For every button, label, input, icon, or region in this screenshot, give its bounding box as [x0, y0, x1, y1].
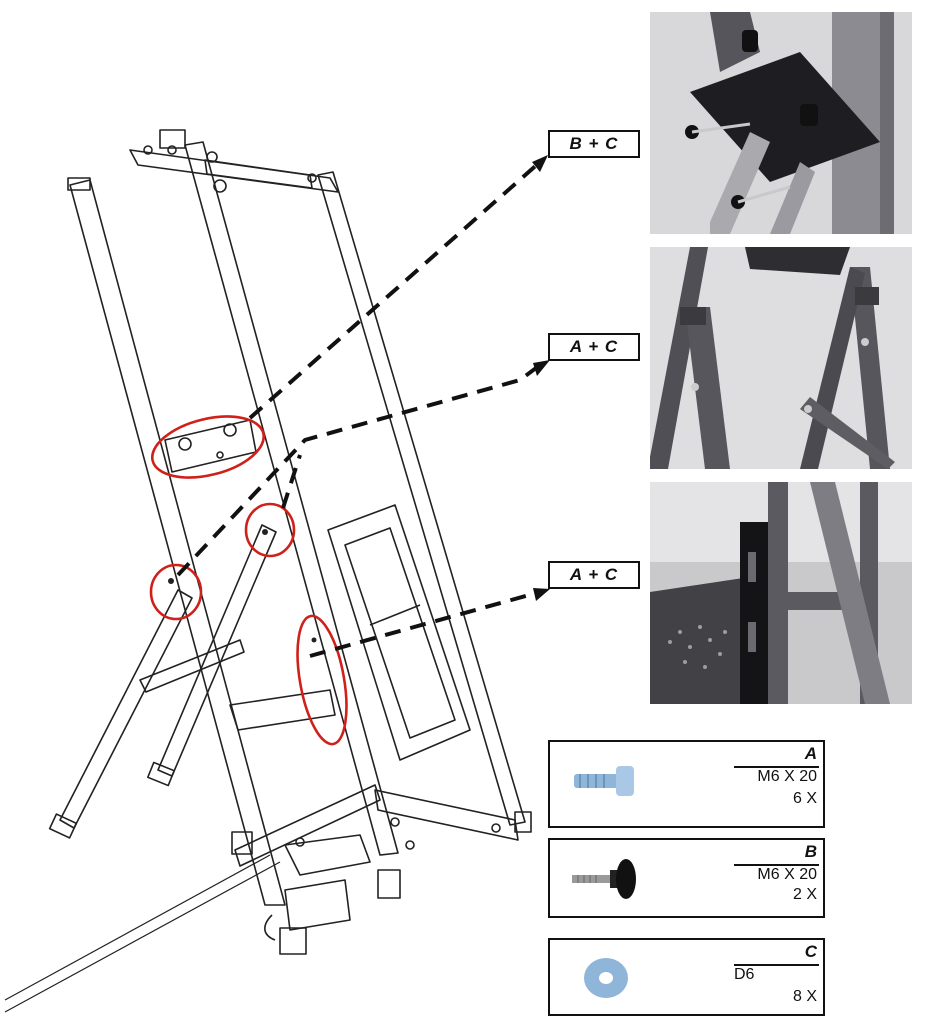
photo-detail-2 [650, 247, 912, 469]
part-divider [734, 766, 819, 768]
part-box-a: A M6 X 20 6 X [548, 740, 825, 828]
washer-icon [584, 958, 628, 998]
part-quantity: 2 X [792, 886, 817, 903]
frame-rail-right [317, 171, 526, 826]
part-divider [734, 864, 819, 866]
part-letter: B [804, 842, 817, 861]
arrowhead-1 [532, 155, 548, 172]
part-divider [734, 964, 819, 966]
frame-rail-inner [184, 141, 399, 856]
part-spec: M6 X 20 [757, 768, 817, 785]
leader-line-2 [176, 363, 542, 577]
knob-screw-icon [572, 859, 636, 899]
callout-label-2: A + C [548, 333, 640, 361]
frame-rail-left [69, 179, 286, 906]
leader-line-2b [281, 454, 302, 509]
photo-detail-3 [650, 482, 912, 704]
bolt-icon [574, 766, 634, 796]
rear-leg-left [59, 589, 193, 829]
bottom-crossbar [234, 784, 381, 867]
part-spec: M6 X 20 [757, 866, 817, 883]
highlight-ellipse-leg-right [244, 502, 296, 558]
photo-detail-1 [650, 12, 912, 234]
highlight-ellipse-bracket [296, 614, 348, 746]
part-box-c: C D6 8 X [548, 938, 825, 1016]
callout-label-3: A + C [548, 561, 640, 589]
arrowhead-2 [533, 360, 550, 376]
arrowhead-3 [533, 588, 550, 601]
highlight-ellipse-plate [150, 415, 266, 479]
door-panel [327, 504, 471, 761]
part-letter: C [804, 942, 817, 961]
part-quantity: 6 X [792, 790, 817, 807]
top-crossbar [129, 149, 339, 193]
part-box-b: B M6 X 20 2 X [548, 838, 825, 918]
part-letter: A [804, 744, 817, 763]
part-spec: D6 [734, 966, 755, 983]
floor-line [4, 854, 271, 1001]
leader-line-1 [248, 160, 542, 420]
leader-line-3 [309, 590, 541, 658]
callout-label-1: B + C [548, 130, 640, 158]
highlight-ellipse-leg-left [149, 563, 203, 621]
part-quantity: 8 X [792, 988, 817, 1005]
